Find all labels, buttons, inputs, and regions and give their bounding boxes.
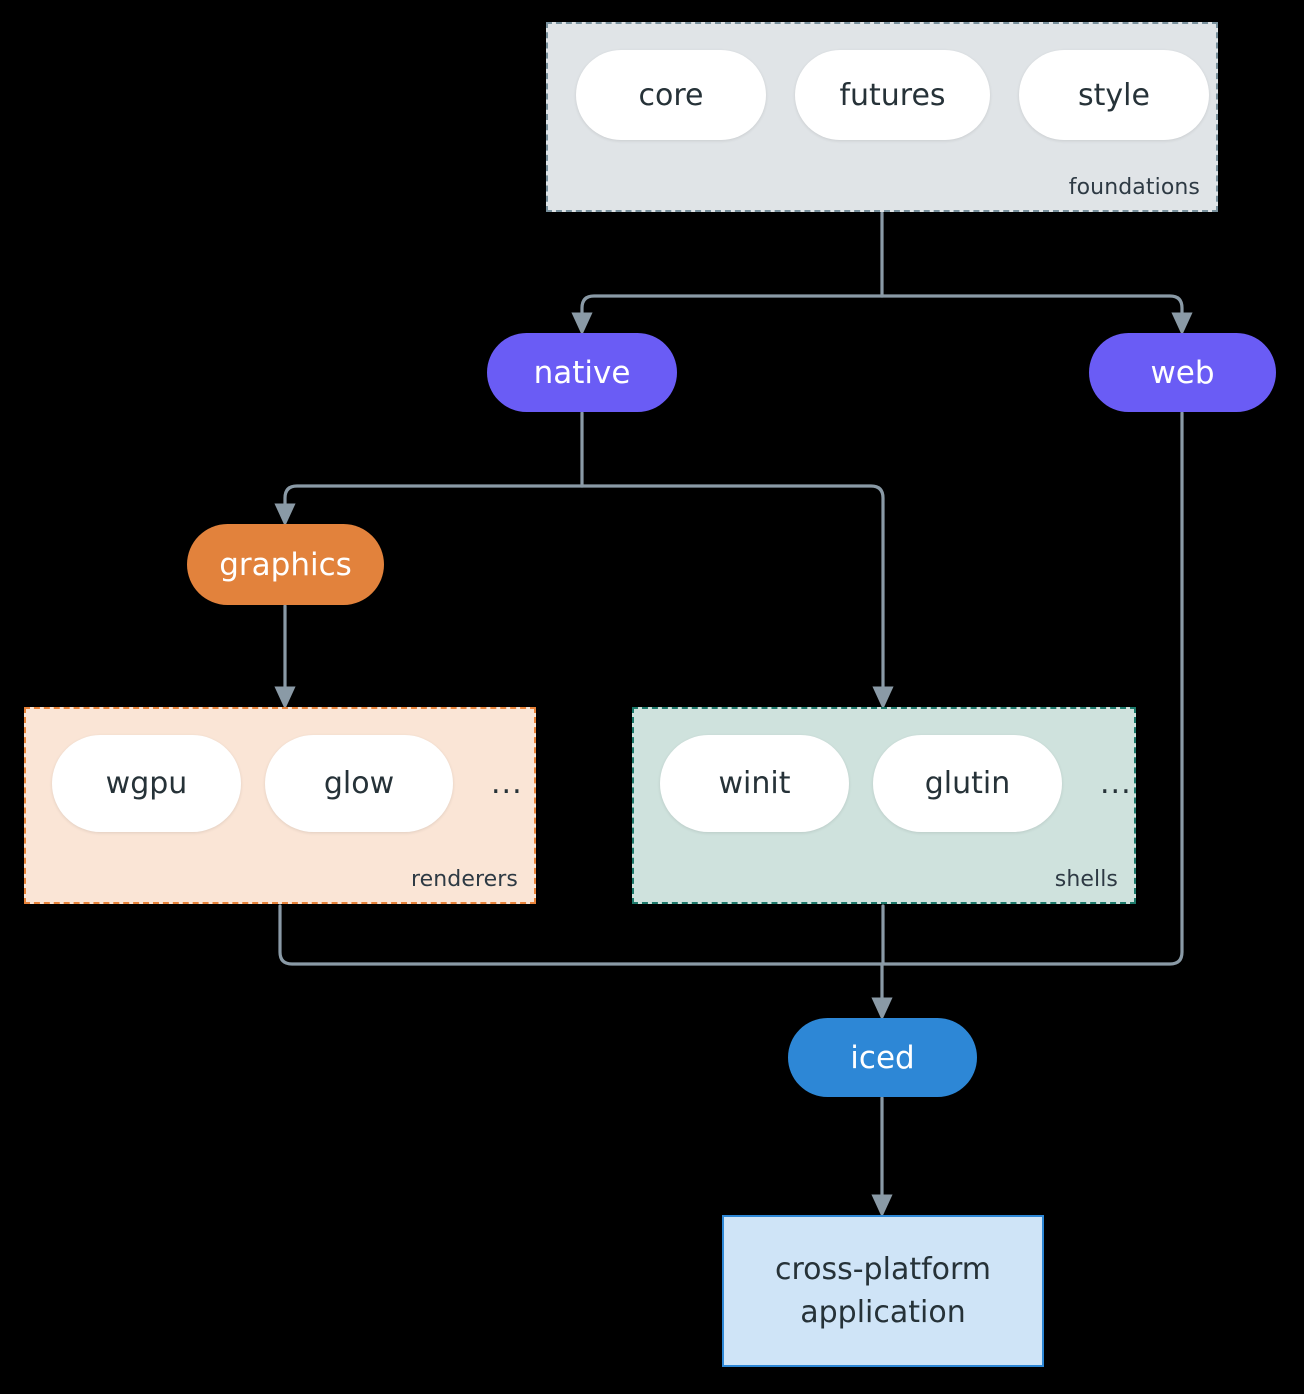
group-shells: winit glutin ... shells <box>632 707 1136 904</box>
edge-renderers-to-iced <box>278 904 884 966</box>
group-renderers-label: renderers <box>410 867 518 892</box>
node-web[interactable]: web <box>1089 333 1276 412</box>
node-native[interactable]: native <box>487 333 677 412</box>
renderers-chip-row: wgpu glow ... <box>52 735 523 832</box>
node-web-label: web <box>1150 354 1215 391</box>
chip-futures-label: futures <box>839 77 946 113</box>
foundations-chip-row: core futures style <box>576 50 1209 140</box>
chip-glow[interactable]: glow <box>265 735 453 832</box>
chip-core[interactable]: core <box>576 50 766 140</box>
chip-style-label: style <box>1078 77 1150 113</box>
node-native-label: native <box>533 354 631 391</box>
chip-winit-label: winit <box>718 766 791 801</box>
edge-native-to-graphics <box>274 484 584 527</box>
renderers-ellipsis: ... <box>491 766 523 801</box>
chip-core-label: core <box>638 77 704 113</box>
group-renderers: wgpu glow ... renderers <box>24 707 536 904</box>
chip-futures[interactable]: futures <box>795 50 990 140</box>
chip-winit[interactable]: winit <box>660 735 849 832</box>
node-graphics-label: graphics <box>219 546 352 583</box>
node-graphics[interactable]: graphics <box>187 524 384 605</box>
node-cross-platform-application[interactable]: cross-platform application <box>722 1215 1044 1367</box>
group-foundations: core futures style foundations <box>546 22 1218 212</box>
chip-glow-label: glow <box>323 766 395 801</box>
node-iced[interactable]: iced <box>788 1018 977 1097</box>
node-iced-label: iced <box>850 1039 915 1076</box>
edge-foundations-to-web <box>880 294 1193 336</box>
group-foundations-label: foundations <box>1068 175 1200 200</box>
chip-wgpu[interactable]: wgpu <box>52 735 241 832</box>
chip-glutin[interactable]: glutin <box>873 735 1062 832</box>
shells-ellipsis: ... <box>1100 766 1132 801</box>
chip-wgpu-label: wgpu <box>105 766 188 801</box>
group-shells-label: shells <box>1054 867 1118 892</box>
application-label-line1: cross-platform <box>774 1251 992 1287</box>
chip-style[interactable]: style <box>1019 50 1209 140</box>
shells-chip-row: winit glutin ... <box>660 735 1132 832</box>
chip-glutin-label: glutin <box>924 766 1011 801</box>
edge-native-to-shells <box>580 484 894 710</box>
edge-foundations-to-native <box>571 294 884 336</box>
application-label-line2: application <box>800 1295 966 1330</box>
